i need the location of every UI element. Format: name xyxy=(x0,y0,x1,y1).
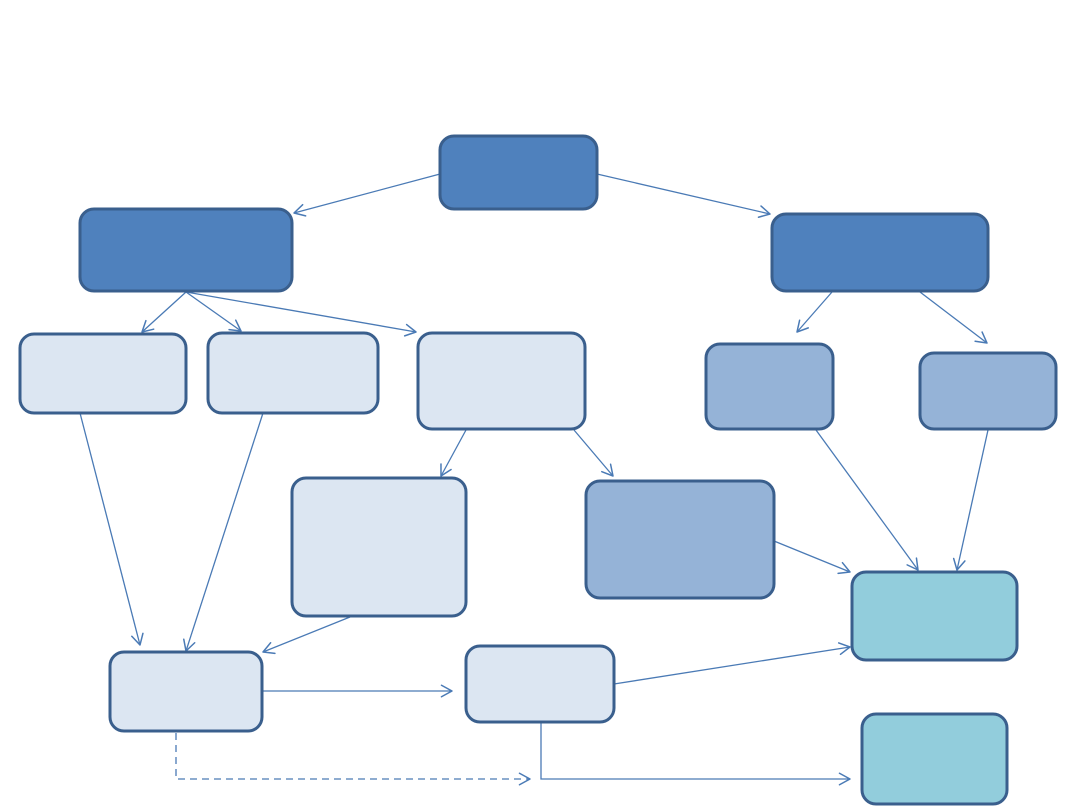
edge-line xyxy=(185,412,264,652)
node-right-child-2 xyxy=(918,351,1058,431)
node-left-child-2 xyxy=(206,331,380,415)
edge-bottom-middle-to-teal-bottom xyxy=(540,722,851,786)
node-left-child-3-box xyxy=(416,331,587,431)
edge-right-child-2-to-teal-target xyxy=(952,429,989,571)
arrowhead-icon xyxy=(403,323,417,337)
edge-line xyxy=(440,429,467,477)
node-right-branch xyxy=(770,212,990,293)
node-middle-tall xyxy=(290,476,468,618)
arrowhead-icon xyxy=(141,319,155,333)
edge-line xyxy=(540,722,850,780)
edge-line xyxy=(185,291,242,332)
edge-line xyxy=(262,616,351,653)
edge-line xyxy=(773,540,851,573)
node-right-child-2-box xyxy=(918,351,1058,431)
edges-layer xyxy=(79,173,989,786)
edge-left-child-1-to-bottom-left xyxy=(79,412,144,646)
node-bottom-middle xyxy=(464,644,616,724)
arrowhead-icon xyxy=(906,557,919,571)
node-left-branch xyxy=(78,207,294,293)
node-middle-medium xyxy=(584,479,776,600)
node-right-branch-box xyxy=(770,212,990,293)
arrowhead-icon xyxy=(837,561,851,575)
edge-line xyxy=(185,291,417,333)
node-bottom-left xyxy=(108,650,264,733)
edge-line xyxy=(175,733,530,780)
edge-left-branch-to-left-child-2 xyxy=(185,291,242,332)
edge-line xyxy=(919,291,988,344)
edge-line xyxy=(613,646,851,685)
edge-line xyxy=(796,291,833,333)
node-teal-target xyxy=(850,570,1019,662)
node-middle-tall-box xyxy=(290,476,468,618)
edge-line xyxy=(573,429,614,477)
node-root-box xyxy=(438,134,599,211)
edge-line xyxy=(141,291,187,333)
node-right-child-1 xyxy=(704,342,835,431)
node-bottom-left-box xyxy=(108,650,264,733)
arrowhead-icon xyxy=(952,557,966,571)
edge-left-child-3-to-middle-tall xyxy=(440,429,467,477)
arrowhead-icon xyxy=(796,319,810,333)
edge-middle-medium-to-teal-target xyxy=(773,540,851,575)
node-teal-bottom xyxy=(860,712,1009,806)
edge-line xyxy=(293,173,441,214)
arrowhead-icon xyxy=(293,203,307,217)
arrowhead-icon xyxy=(837,642,851,656)
arrowhead-icon xyxy=(440,684,453,698)
node-middle-medium-box xyxy=(584,479,776,600)
node-left-child-3 xyxy=(416,331,587,431)
node-left-child-1 xyxy=(18,332,188,415)
edge-right-branch-to-right-child-1 xyxy=(796,291,833,333)
edge-line xyxy=(79,412,141,646)
edge-root-to-right-branch xyxy=(596,173,771,218)
arrowhead-icon xyxy=(601,463,614,477)
arrowhead-icon xyxy=(262,641,276,655)
node-teal-target-box xyxy=(850,570,1019,662)
edge-bottom-left-to-bottom-middle xyxy=(262,684,453,698)
node-left-child-1-box xyxy=(18,332,188,415)
node-left-child-2-box xyxy=(206,331,380,415)
node-teal-bottom-box xyxy=(860,712,1009,806)
edge-right-branch-to-right-child-2 xyxy=(919,291,988,344)
arrowhead-icon xyxy=(440,463,452,477)
edge-left-child-3-to-middle-medium xyxy=(573,429,614,477)
edge-line xyxy=(956,429,989,571)
arrowhead-icon xyxy=(974,331,988,344)
nodes-layer xyxy=(18,134,1058,806)
edge-root-to-left-branch xyxy=(293,173,441,217)
edge-left-child-2-to-bottom-left xyxy=(183,412,264,652)
arrowhead-icon xyxy=(131,632,144,646)
edge-line xyxy=(596,173,771,215)
edge-line xyxy=(815,429,919,571)
node-right-child-1-box xyxy=(704,342,835,431)
edge-bottom-left-to-bottom-middle-dashed xyxy=(175,733,531,786)
edge-left-branch-to-left-child-1 xyxy=(141,291,187,333)
edge-middle-tall-to-bottom-left xyxy=(262,616,351,655)
arrowhead-icon xyxy=(838,772,851,786)
node-root xyxy=(438,134,599,211)
edge-bottom-middle-to-teal-target xyxy=(613,642,851,685)
edge-right-child-1-to-teal-target xyxy=(815,429,919,571)
edge-left-branch-to-left-child-3 xyxy=(185,291,417,337)
arrowhead-icon xyxy=(228,319,242,332)
arrowhead-icon xyxy=(518,772,531,786)
node-left-branch-box xyxy=(78,207,294,293)
arrowhead-icon xyxy=(757,205,771,218)
node-bottom-middle-box xyxy=(464,644,616,724)
